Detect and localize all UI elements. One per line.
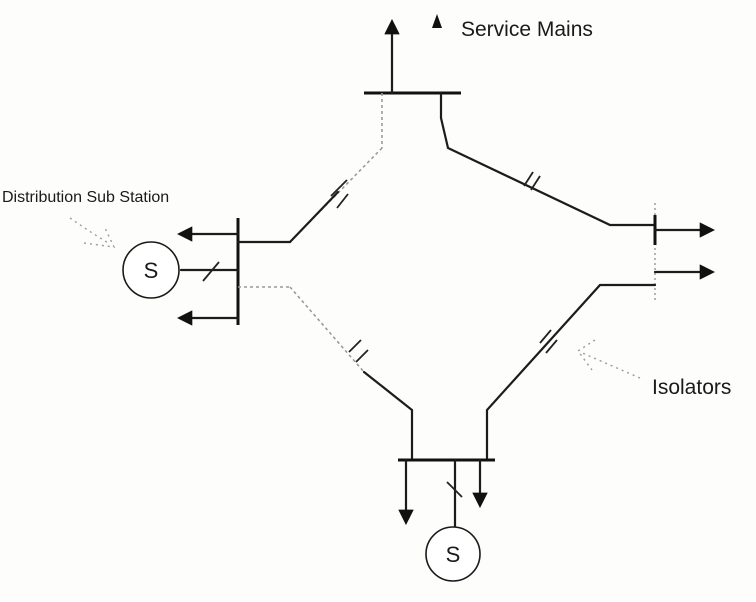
substation-bottom: S: [425, 526, 481, 582]
sub-station-pointer-arrow-icon: [83, 225, 116, 248]
isolators-pointer: [579, 351, 641, 379]
left-bus: [176, 218, 292, 326]
bottom-bus: [398, 458, 495, 530]
right-bus: [653, 203, 716, 302]
substation-left-symbol: S: [144, 258, 159, 283]
distribution-sub-station-label: Distribution Sub Station: [2, 189, 169, 206]
isolator-top-right: [523, 171, 534, 187]
isolator-left-station: [202, 261, 220, 282]
isolator-top-left: [330, 179, 348, 197]
feeder-bottom-left: [289, 286, 414, 460]
isolator-bottom-left: [348, 339, 362, 353]
service-mains-arrow-icon: [432, 14, 442, 28]
top-bus: [364, 14, 461, 148]
feeder-top-right: [439, 116, 656, 227]
isolator-bottom-station: [446, 481, 463, 498]
feeder-top-left: [288, 147, 383, 244]
substation-bottom-symbol: S: [446, 542, 461, 567]
isolators-pointer-arrow-icon: [576, 339, 596, 371]
isolator-bottom-right: [539, 329, 552, 344]
isolators-label: Isolators: [652, 376, 731, 399]
substation-left: S: [122, 241, 180, 299]
feeder-bottom-right: [485, 283, 657, 460]
service-mains-label: Service Mains: [461, 18, 593, 41]
sub-station-pointer: [69, 217, 111, 245]
